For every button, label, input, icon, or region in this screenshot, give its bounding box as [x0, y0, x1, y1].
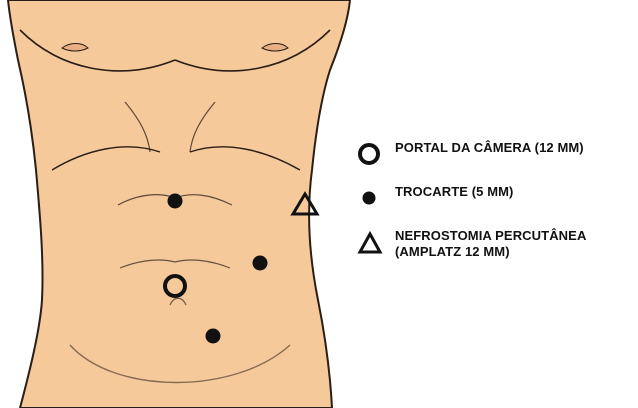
legend-item-trocar: TROCARTE (5 MM)	[355, 184, 638, 212]
legend-label-nephrostomy: NEFROSTOMIA PERCUTÂNEA (AMPLATZ 12 MM)	[395, 228, 586, 259]
trocar-right-dot-icon	[253, 256, 268, 271]
legend-label-nephrostomy-line1: NEFROSTOMIA PERCUTÂNEA	[395, 228, 586, 244]
trocar-upper-dot-icon	[168, 194, 183, 209]
legend-label-trocar: TROCARTE (5 MM)	[395, 184, 514, 200]
ring-icon	[355, 140, 385, 168]
legend-item-nephrostomy: NEFROSTOMIA PERCUTÂNEA (AMPLATZ 12 MM)	[355, 228, 638, 256]
triangle-icon	[355, 228, 385, 256]
legend-label-nephrostomy-line2: (AMPLATZ 12 MM)	[395, 244, 586, 260]
legend: PORTAL DA CÂMERA (12 MM) TROCARTE (5 MM)…	[355, 140, 638, 224]
legend-item-camera-portal: PORTAL DA CÂMERA (12 MM)	[355, 140, 638, 168]
trocar-lower-dot-icon	[206, 329, 221, 344]
legend-label-camera-portal: PORTAL DA CÂMERA (12 MM)	[395, 140, 584, 156]
dot-icon	[355, 184, 385, 212]
